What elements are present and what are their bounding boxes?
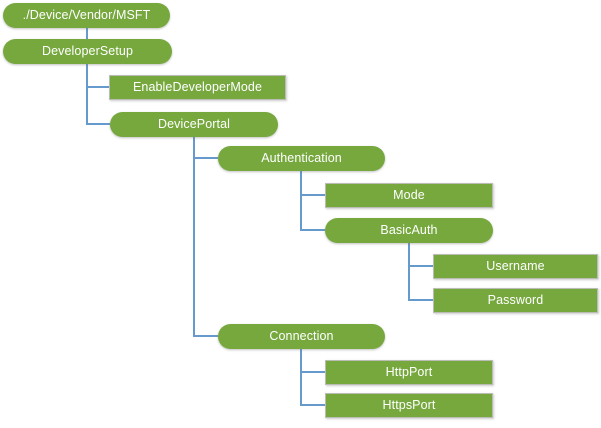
node-httpsport[interactable]: HttpsPort bbox=[325, 393, 493, 418]
connector-deviceportal-to-authentication bbox=[193, 137, 218, 159]
node-deviceportal[interactable]: DevicePortal bbox=[110, 112, 278, 137]
node-root[interactable]: ./Device/Vendor/MSFT bbox=[3, 3, 170, 28]
connector-developersetup-to-enabledevelopermode bbox=[86, 64, 109, 88]
node-label-username: Username bbox=[486, 258, 545, 273]
node-label-basicauth: BasicAuth bbox=[380, 222, 438, 237]
node-username[interactable]: Username bbox=[433, 254, 598, 279]
connector-connection-to-httpsport bbox=[300, 349, 325, 406]
node-label-deviceportal: DevicePortal bbox=[157, 116, 231, 131]
node-connection[interactable]: Connection bbox=[218, 324, 385, 349]
node-label-httpsport: HttpsPort bbox=[382, 397, 436, 412]
node-label-httpport: HttpPort bbox=[385, 364, 433, 379]
connector-developersetup-to-deviceportal bbox=[86, 64, 110, 125]
node-basicauth[interactable]: BasicAuth bbox=[325, 218, 493, 243]
connector-connection-to-httpport bbox=[300, 349, 325, 373]
node-label-root: ./Device/Vendor/MSFT bbox=[22, 7, 151, 22]
node-password[interactable]: Password bbox=[433, 288, 598, 313]
connector-basicauth-to-password bbox=[408, 243, 433, 301]
connector-basicauth-to-username bbox=[408, 243, 433, 267]
node-authentication[interactable]: Authentication bbox=[218, 146, 385, 171]
node-label-authentication: Authentication bbox=[261, 150, 342, 165]
connector-authentication-to-mode bbox=[300, 171, 325, 196]
connector-deviceportal-to-connection bbox=[193, 137, 218, 337]
node-enabledevelopermode[interactable]: EnableDeveloperMode bbox=[109, 75, 286, 100]
node-label-connection: Connection bbox=[269, 328, 334, 343]
node-httpport[interactable]: HttpPort bbox=[325, 360, 493, 385]
node-developersetup[interactable]: DeveloperSetup bbox=[3, 39, 172, 64]
node-label-developersetup: DeveloperSetup bbox=[41, 43, 134, 58]
node-label-mode: Mode bbox=[393, 187, 425, 202]
connector-authentication-to-basicauth bbox=[300, 171, 325, 231]
node-label-enabledevelopermode: EnableDeveloperMode bbox=[132, 79, 263, 94]
node-mode[interactable]: Mode bbox=[325, 183, 493, 208]
node-label-password: Password bbox=[487, 292, 544, 307]
